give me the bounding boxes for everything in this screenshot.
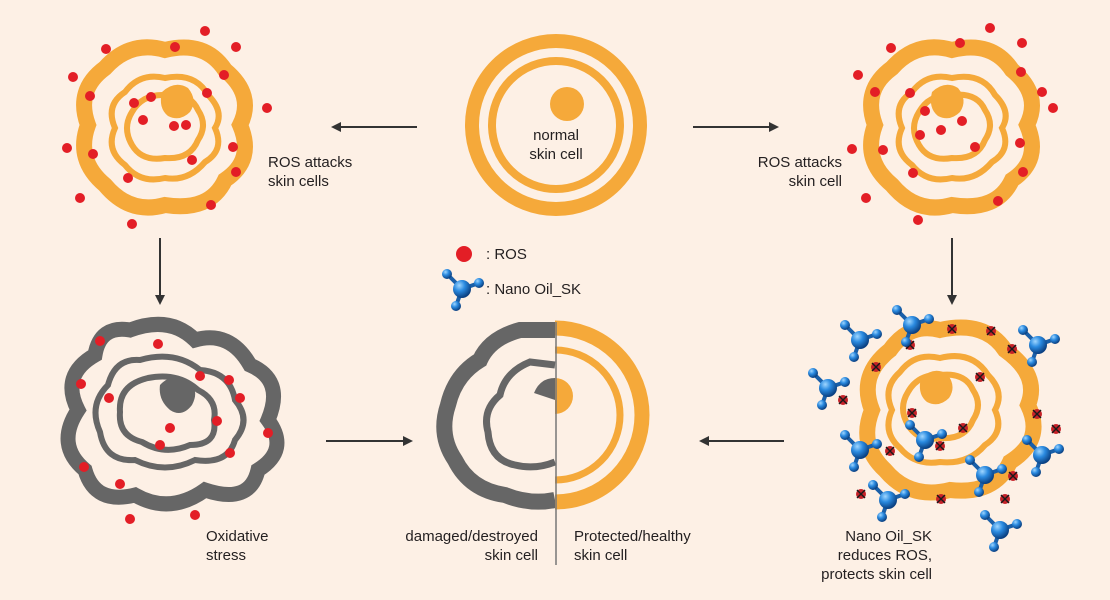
split-cell: [436, 320, 650, 565]
nano-effect-line2: reduces ROS,: [837, 547, 932, 564]
protected-line1: Protected/healthy: [574, 528, 691, 545]
ros-attacks-left-line1: ROS attacks: [268, 154, 353, 171]
oxidative-line1: Oxidative: [206, 528, 269, 545]
ros-particles: [62, 26, 272, 229]
legend-nano-label: : Nano Oil_SK: [486, 281, 582, 298]
legend-ros-label: : ROS: [486, 246, 527, 263]
ros-attacks-right-line2: skin cell: [788, 173, 842, 190]
arrows: [155, 122, 957, 446]
ros-attacks-right-line1: ROS attacks: [757, 154, 842, 171]
protected-cell: [806, 303, 1066, 554]
oxidative-stress-label: Oxidative stress: [206, 527, 269, 565]
nucleus: [919, 370, 953, 405]
protected-line2: skin cell: [574, 547, 628, 564]
normal-cell-label: normal skin cell: [506, 126, 606, 164]
nano-effect-label: Nano Oil_SK reduces ROS, protects skin c…: [790, 527, 932, 584]
damaged-line1: damaged/destroyed: [405, 528, 538, 545]
nano-effect-line1: Nano Oil_SK: [845, 528, 932, 545]
nano-effect-line3: protects skin cell: [821, 566, 932, 583]
nucleus: [550, 87, 584, 121]
nucleus: [160, 84, 194, 119]
molecule-icon: [440, 267, 486, 313]
ros-attack-cell-right: [847, 23, 1058, 225]
protected-label: Protected/healthy skin cell: [574, 527, 691, 565]
ros-particles: [76, 336, 273, 524]
normal-cell-label-line1: normal: [533, 127, 579, 144]
normal-skin-cell: [465, 34, 647, 216]
ros-attack-cell-left: [62, 26, 272, 229]
ros-attacks-left-label: ROS attacks skin cells: [268, 153, 352, 191]
oxidative-stress-cell: [60, 316, 285, 524]
ros-attacks-right-label: ROS attacks skin cell: [720, 153, 842, 191]
red-dot-icon: [456, 246, 472, 262]
ros-attacks-left-line2: skin cells: [268, 173, 329, 190]
damaged-line2: skin cell: [484, 547, 538, 564]
normal-cell-label-line2: skin cell: [529, 146, 583, 163]
nucleus: [930, 84, 964, 119]
nucleus: [159, 376, 196, 414]
oxidative-line2: stress: [206, 547, 247, 564]
ros-particles: [847, 23, 1058, 225]
damaged-label: damaged/destroyed skin cell: [380, 527, 538, 565]
